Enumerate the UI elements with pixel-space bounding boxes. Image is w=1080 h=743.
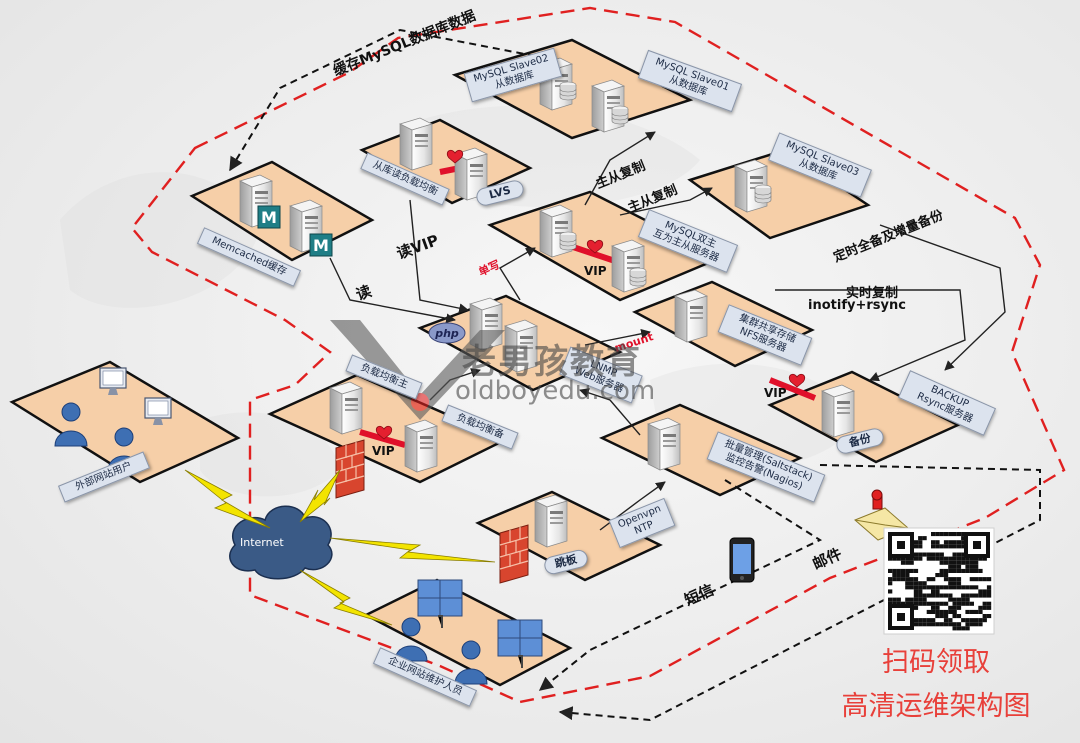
vip-link-backup <box>768 377 817 401</box>
php-badge: php <box>428 322 466 344</box>
svg-text:M: M <box>261 208 277 227</box>
bolt-users-internet <box>184 469 271 529</box>
vip-label-backup: VIP <box>764 386 787 400</box>
edge-label-inotify: inotify+rsync <box>808 298 906 313</box>
dashed-flows <box>229 28 1041 722</box>
phone-icon <box>729 537 755 583</box>
promo-line-2: 高清运维架构图 <box>841 691 1031 722</box>
lightning-links <box>184 469 496 626</box>
platform-external <box>9 360 241 484</box>
bolt-internet-jump <box>329 537 496 563</box>
flow-alert-mail <box>558 464 1041 722</box>
platform-slave03 <box>687 148 871 240</box>
vip-label-lb: VIP <box>372 444 395 458</box>
solid-flows <box>329 131 1006 531</box>
bolt-internet-lb <box>299 469 341 523</box>
vip-link-lb <box>359 429 406 448</box>
flow-cache-mysql <box>229 28 536 172</box>
watermark-cn: 老男孩教育 <box>462 342 642 382</box>
promo-line-1: 扫码领取 <box>882 647 990 678</box>
edge-label-realtime: 实时复制 <box>846 286 899 301</box>
flow-replication-2 <box>619 187 713 216</box>
svg-text:M: M <box>313 236 329 255</box>
memcached-logos: M M <box>257 205 333 257</box>
flow-alert-sms <box>538 479 823 691</box>
qr-code <box>883 527 995 635</box>
flow-full-backup <box>879 224 1006 371</box>
flow-read-vip <box>409 199 469 313</box>
php-label: php <box>434 327 459 340</box>
watermark-url: oldboyedu.com <box>455 376 656 406</box>
flow-replication-1 <box>584 131 656 206</box>
flow-write <box>499 247 536 301</box>
vip-link-mysql <box>569 243 619 265</box>
flow-mgmt-web <box>579 388 641 436</box>
flow-mount <box>584 328 651 346</box>
internet-cloud <box>229 505 333 580</box>
flow-realtime-sync <box>775 289 966 382</box>
internet-label: Internet <box>240 536 284 549</box>
flow-read <box>329 257 456 324</box>
vip-label-mysql: VIP <box>584 264 607 278</box>
internal-zone-boundary <box>130 6 1066 704</box>
bolt-internet-ops <box>299 569 393 626</box>
